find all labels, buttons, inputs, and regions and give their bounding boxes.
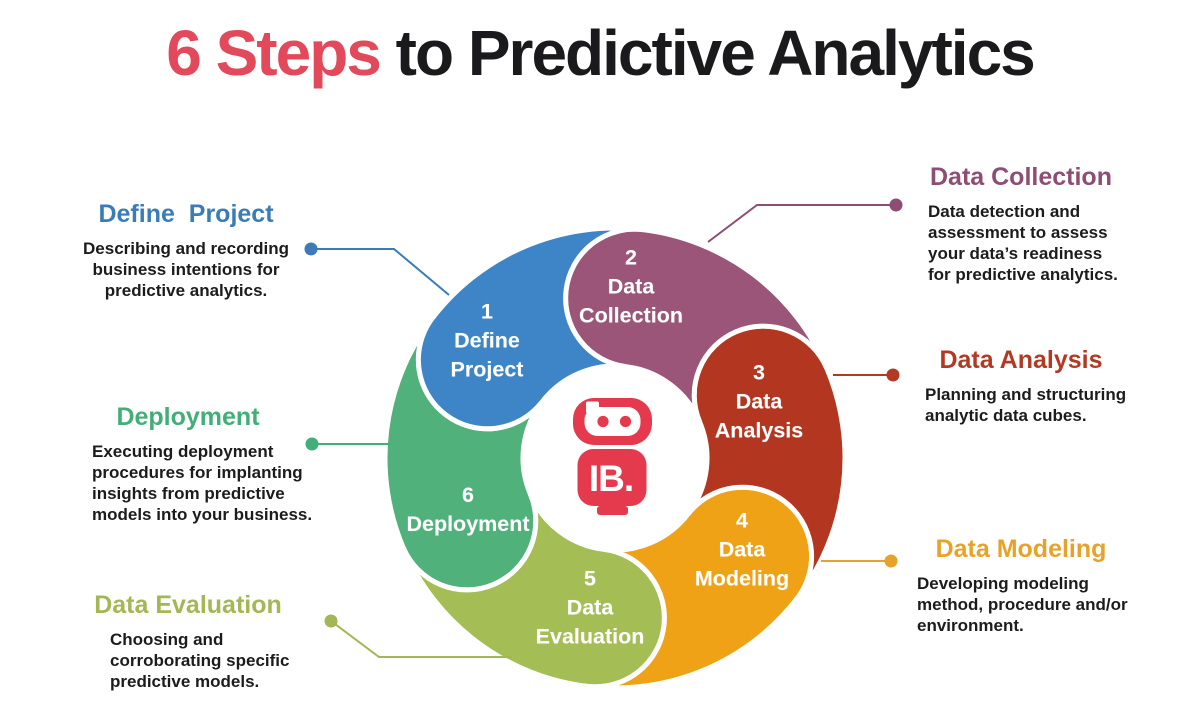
step-heading: Data Analysis xyxy=(939,346,1103,374)
connector-dot xyxy=(889,198,903,212)
robot-body xyxy=(577,449,647,506)
step-heading: Data Modeling xyxy=(935,535,1107,563)
block-data-modeling: Data Modeling Developing modeling method… xyxy=(913,535,1129,636)
block-data-collection: Data Collection Data detection and asses… xyxy=(913,163,1129,285)
petal-label-define-project: 1 Define Project xyxy=(450,299,524,382)
connector-data-evaluation xyxy=(324,614,512,658)
logo-text: IB. xyxy=(589,458,633,499)
step-heading: Deployment xyxy=(116,403,260,431)
connector-dot xyxy=(886,368,900,382)
connector-dot xyxy=(304,242,318,256)
connector-data-analysis xyxy=(833,368,900,382)
petal-label-data-modeling: 4 Data Modeling xyxy=(694,508,790,591)
connector-define-project xyxy=(304,242,450,296)
step-heading: Define Project xyxy=(98,200,274,228)
petal-label-deployment: 6 Deployment xyxy=(406,483,530,536)
step-description: Developing modeling method, procedure an… xyxy=(917,574,1128,635)
connector-data-collection xyxy=(707,198,903,243)
robot-eye-right xyxy=(619,415,632,428)
step-description: Data detection and assessment to assess … xyxy=(928,202,1118,284)
connector-dot xyxy=(324,614,338,628)
step-description: Describing and recording business intent… xyxy=(83,239,289,300)
robot-eye-left xyxy=(597,415,609,428)
page-title: 6 Steps to Predictive Analytics xyxy=(0,16,1200,90)
connector-dot xyxy=(305,437,319,451)
step-description: Planning and structuring analytic data c… xyxy=(925,385,1127,425)
title-rest: to Predictive Analytics xyxy=(395,17,1036,89)
petal-label-data-analysis: 3 Data Analysis xyxy=(714,360,804,443)
step-description: Executing deployment procedures for impl… xyxy=(92,442,313,524)
block-data-evaluation: Data Evaluation Choosing and corroborati… xyxy=(56,591,320,692)
block-data-analysis: Data Analysis Planning and structuring a… xyxy=(913,346,1129,426)
block-deployment: Deployment Executing deployment procedur… xyxy=(56,403,320,525)
block-define-project: Define Project Describing and recording … xyxy=(56,200,316,301)
petal-define-project xyxy=(415,225,646,432)
title-highlight: 6 Steps xyxy=(166,17,382,89)
step-heading: Data Evaluation xyxy=(94,591,282,619)
connector-dot xyxy=(884,554,898,568)
robot-logo: IB. xyxy=(573,398,652,515)
connector-data-modeling xyxy=(821,554,898,568)
petal-label-data-evaluation: 5 Data Evaluation xyxy=(535,566,645,649)
step-description: Choosing and corroborating specific pred… xyxy=(110,630,290,691)
connector-deployment xyxy=(305,437,390,451)
petal-label-data-collection: 2 Data Collection xyxy=(579,245,683,328)
robot-base xyxy=(597,506,628,515)
step-heading: Data Collection xyxy=(930,163,1112,191)
